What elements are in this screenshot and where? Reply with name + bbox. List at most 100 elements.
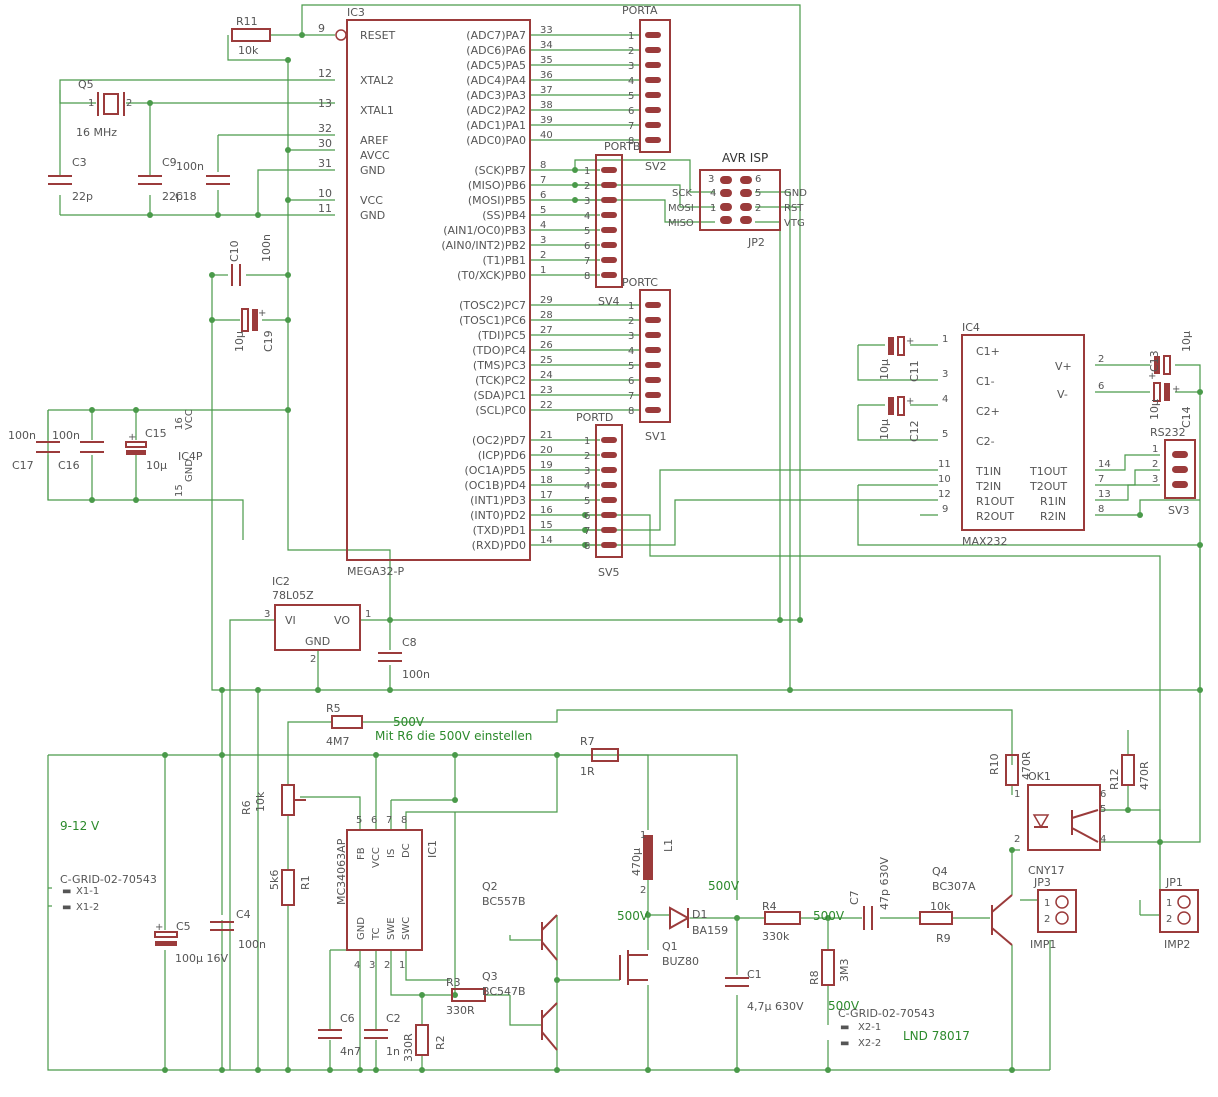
r12-resistor[interactable]: R12 470R: [1108, 754, 1151, 790]
header-pin: [645, 47, 661, 53]
header-pin-number: 7: [584, 526, 590, 537]
c13-capacitor[interactable]: + C13 10µ: [1148, 331, 1193, 382]
header-pin: [645, 122, 661, 128]
q5-crystal[interactable]: Q5 1 2 16 MHz: [76, 78, 132, 139]
header-name: SV2: [645, 160, 667, 173]
ic2-regulator[interactable]: IC2 78L05Z VI VO GND 3 1 2: [264, 575, 371, 665]
svg-text:C5: C5: [176, 920, 191, 933]
ic3-pin-label: (OC1B)PD4: [464, 479, 526, 492]
svg-text:100µ 16V: 100µ 16V: [175, 952, 228, 965]
svg-text:10µ: 10µ: [878, 359, 891, 380]
svg-text:10: 10: [938, 474, 951, 485]
c12-capacitor[interactable]: + 10µ C12: [878, 396, 921, 442]
r10-resistor[interactable]: R10 470R: [988, 751, 1033, 786]
x1-connector[interactable]: C-GRID-02-70543 ▬ X1-1 ▬ X1-2: [60, 873, 157, 913]
svg-text:6: 6: [371, 815, 377, 826]
svg-text:FB: FB: [356, 847, 367, 860]
r2-resistor[interactable]: R2 330R: [402, 1024, 447, 1062]
svg-text:1: 1: [1152, 444, 1158, 455]
svg-text:Q1: Q1: [662, 940, 678, 953]
header-pin: [645, 77, 661, 83]
svg-text:4: 4: [942, 394, 948, 405]
header-pin-number: 6: [628, 376, 634, 387]
c1-capacitor[interactable]: C14,7µ 630V: [725, 968, 804, 1013]
c11-capacitor[interactable]: + 10µ C11: [878, 336, 921, 382]
r1-resistor[interactable]: R1 5k6: [268, 869, 312, 906]
ok1-optocoupler[interactable]: OK1 CNY17 1 2 6 5 4: [1014, 770, 1106, 877]
svg-text:5: 5: [755, 188, 761, 199]
r8-resistor[interactable]: R8 3M3: [808, 949, 851, 986]
ic3-mega32[interactable]: IC3 MEGA32-P 9 RESET 12 XTAL2 13 XTAL1 3…: [318, 6, 553, 578]
svg-text:AVCC: AVCC: [360, 149, 390, 162]
svg-text:2: 2: [1044, 914, 1050, 925]
svg-text:100n: 100n: [52, 429, 80, 442]
svg-text:14: 14: [1098, 459, 1111, 470]
ic3-pin-number: 5: [540, 205, 546, 216]
svg-text:1R: 1R: [580, 765, 595, 778]
svg-text:8: 8: [1098, 504, 1104, 515]
svg-text:IC1: IC1: [426, 840, 439, 858]
svg-text:6: 6: [755, 174, 761, 185]
svg-text:SCK: SCK: [672, 188, 692, 199]
svg-text:10µ: 10µ: [878, 419, 891, 440]
ic3-pin-number: 23: [540, 385, 553, 396]
l1-inductor[interactable]: 470µ L1 12: [630, 830, 675, 896]
header-title: PORTD: [576, 411, 613, 424]
jp3-header[interactable]: 12 JP3 IMP1: [1030, 876, 1077, 951]
header-pin: [601, 197, 617, 203]
avr-isp-connector[interactable]: AVR ISP JP2 SCK MOSI MISO 3 4 1 6 5 2 GN…: [668, 151, 807, 249]
svg-text:10µ: 10µ: [1148, 399, 1161, 420]
c19-capacitor[interactable]: + 10µ C19: [233, 308, 275, 352]
svg-text:Q5: Q5: [78, 78, 94, 91]
ic3-pin-number: 19: [540, 460, 553, 471]
c10-capacitor[interactable]: C10 100n: [228, 234, 273, 286]
header-pin-number: 2: [584, 181, 590, 192]
svg-text:1: 1: [365, 609, 371, 620]
c14-capacitor[interactable]: + 10µ C14: [1148, 382, 1193, 428]
r6-potentiometer[interactable]: R6 10k: [240, 784, 306, 816]
header-pin-number: 1: [628, 301, 634, 312]
svg-text:AREF: AREF: [360, 134, 388, 147]
svg-text:V-: V-: [1057, 388, 1068, 401]
ic1-mc34063[interactable]: MC34063AP IC1 5 6 7 8 FB VCC IS DC GND T…: [335, 815, 439, 971]
c7-capacitor[interactable]: C7 47p 630V: [848, 857, 891, 930]
ic3-pin-label: (TDI)PC5: [478, 329, 526, 342]
r11-resistor[interactable]: R11 10k: [231, 15, 271, 57]
svg-text:SWC: SWC: [401, 917, 412, 940]
svg-text:13: 13: [1098, 489, 1111, 500]
header-pin: [601, 257, 617, 263]
ic3-pin-number: 36: [540, 70, 553, 81]
svg-text:10k: 10k: [930, 900, 951, 913]
x2-connector[interactable]: C-GRID-02-70543 ▬ X2-1 ▬ X2-2: [838, 1007, 935, 1049]
rs232-header[interactable]: RS232 SV3 1 2 3: [1150, 426, 1196, 517]
jp1-header[interactable]: 12 JP1 IMP2: [1159, 876, 1199, 951]
svg-text:100n: 100n: [8, 429, 36, 442]
header-pin-number: 8: [628, 136, 634, 147]
